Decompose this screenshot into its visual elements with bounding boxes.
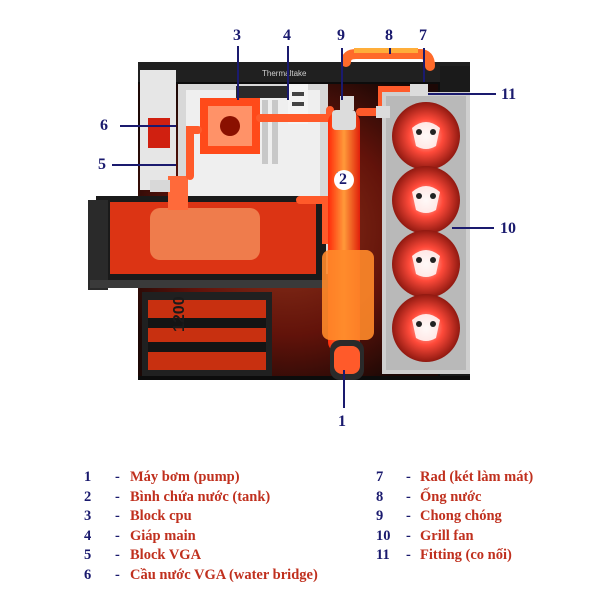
- callout-4: 4: [283, 27, 291, 44]
- fan-3: [392, 230, 460, 298]
- callout-leaders: [112, 46, 496, 408]
- callout-2: 2: [339, 171, 347, 188]
- callout-10: 10: [500, 220, 516, 237]
- cpu-block: [200, 98, 260, 154]
- vga-water-bridge: [150, 176, 188, 210]
- callout-9: 9: [337, 27, 345, 44]
- gpu-block: [88, 196, 336, 290]
- psu-label: 1200: [171, 296, 188, 332]
- fittings: [340, 84, 428, 118]
- legend-item-4: 4-Giáp main: [84, 527, 196, 544]
- pc-build-illustration: Thermaltake 1200: [88, 46, 496, 408]
- callout-1: 1: [338, 413, 346, 430]
- callout-5: 5: [98, 156, 106, 173]
- fan-2: [392, 166, 460, 234]
- fan-4: [392, 294, 460, 362]
- psu: 1200: [142, 292, 272, 376]
- legend-item-8: 8-Ống nước: [376, 488, 482, 505]
- legend-item-7: 7-Rad (két làm mát): [376, 469, 534, 485]
- pump: [330, 340, 364, 380]
- callout-2-badge: [334, 170, 354, 190]
- callout-3: 3: [233, 27, 241, 44]
- radiator-fans: [382, 92, 470, 374]
- brand-text: Thermaltake: [262, 69, 307, 78]
- legend-item-5: 5-Block VGA: [84, 547, 202, 563]
- legend-item-2: 2-Bình chứa nước (tank): [84, 488, 271, 505]
- legend-left: 1-Máy bơm (pump) 2-Bình chứa nước (tank)…: [84, 468, 374, 585]
- callout-11: 11: [501, 86, 517, 103]
- callout-8: 8: [385, 27, 393, 44]
- legend-item-11: 11-Fitting (co nối): [376, 547, 512, 563]
- legend-right: 7-Rad (két làm mát) 8-Ống nước 9-Chong c…: [376, 468, 596, 566]
- callout-7: 7: [419, 27, 427, 44]
- reservoir-tank: [322, 110, 374, 352]
- legend-item-1: 1-Máy bơm (pump): [84, 469, 240, 485]
- callout-6: 6: [100, 117, 108, 134]
- legend-item-3: 3-Block cpu: [84, 508, 192, 524]
- legend-item-9: 9-Chong chóng: [376, 508, 502, 524]
- legend-item-10: 10-Grill fan: [376, 527, 474, 544]
- legend-item-6: 6-Cầu nước VGA (water bridge): [84, 566, 318, 583]
- fan-1: [392, 102, 460, 170]
- led-strip: [354, 48, 418, 53]
